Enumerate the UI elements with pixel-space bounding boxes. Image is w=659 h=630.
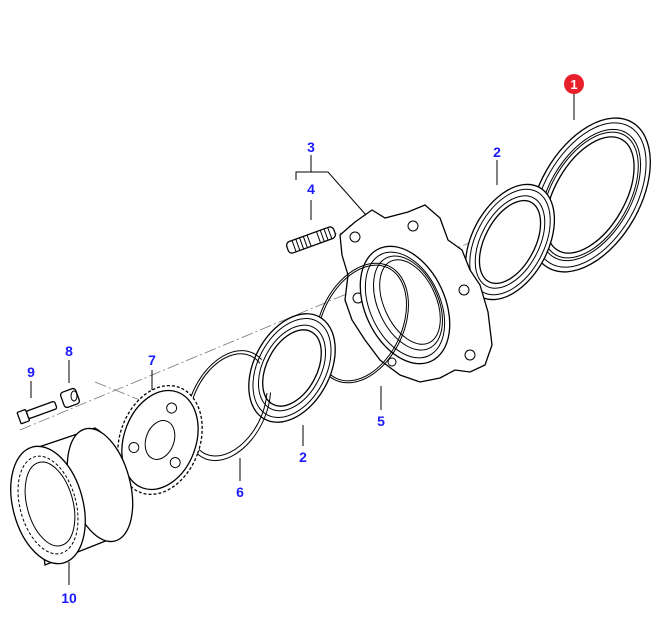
callout-4[interactable]: 4	[307, 181, 315, 197]
part-1-seal[interactable]	[505, 97, 659, 292]
part-7-planet-carrier[interactable]	[103, 374, 216, 507]
callout-7[interactable]: 7	[148, 352, 156, 368]
callout-5[interactable]: 5	[377, 413, 385, 429]
part-3-housing[interactable]	[339, 204, 493, 383]
callout-10[interactable]: 10	[61, 590, 77, 606]
highlight-badge	[564, 74, 584, 94]
callout-6[interactable]: 6	[236, 484, 244, 500]
callout-2-upper[interactable]: 2	[493, 144, 501, 160]
callout-label-1: 1	[570, 77, 577, 92]
part-8-bushing[interactable]	[59, 387, 81, 409]
part-2-seal-lower[interactable]	[231, 299, 353, 437]
part-9-bolt[interactable]	[16, 399, 58, 425]
part-2-seal-upper[interactable]	[447, 169, 572, 314]
part-4-stud[interactable]	[285, 226, 337, 254]
callout-8[interactable]: 8	[65, 343, 73, 359]
part-5-o-ring[interactable]	[297, 248, 426, 398]
callout-2-lower[interactable]: 2	[299, 449, 307, 465]
part-10-ring-gear[interactable]	[0, 421, 144, 572]
callout-9[interactable]: 9	[27, 364, 35, 380]
callout-1[interactable]: 1	[564, 74, 584, 94]
bolt-axis	[94, 381, 141, 401]
leader-3	[295, 155, 367, 216]
callout-3[interactable]: 3	[307, 139, 315, 155]
